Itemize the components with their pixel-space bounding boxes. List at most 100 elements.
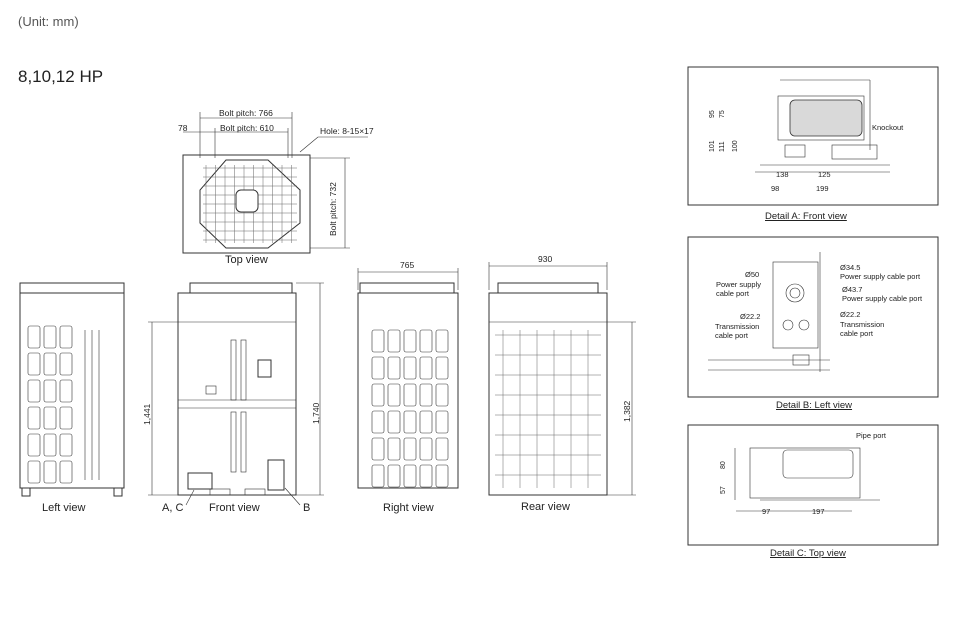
pipe-port-label: Pipe port bbox=[856, 431, 887, 440]
detail-a-d138: 138 bbox=[776, 170, 789, 179]
right-panel-cell bbox=[419, 464, 433, 488]
bolt-pitch-732: Bolt pitch: 732 bbox=[328, 182, 338, 236]
left-panel-cell bbox=[43, 433, 57, 457]
left-panel-cell bbox=[59, 379, 73, 403]
rear-view-drawing bbox=[488, 262, 636, 496]
left-panel-cell bbox=[59, 433, 73, 457]
detail-a-d75: 75 bbox=[719, 110, 726, 118]
right-panel-cell bbox=[435, 356, 449, 380]
unit-label: (Unit: mm) bbox=[18, 14, 79, 29]
detail-b-o50: Ø50 bbox=[745, 270, 760, 279]
right-panel-cell bbox=[435, 437, 449, 461]
right-panel-cell bbox=[419, 356, 433, 380]
rear-view-label: Rear view bbox=[521, 501, 570, 513]
left-panel-cell bbox=[27, 433, 41, 457]
right-panel-cell bbox=[403, 410, 417, 434]
left-panel-cell bbox=[27, 352, 41, 376]
front-view-drawing bbox=[148, 282, 324, 506]
right-panel-cell bbox=[387, 383, 401, 407]
left-panel-cell bbox=[43, 379, 57, 403]
left-panel-cell bbox=[43, 352, 57, 376]
bolt-pitch-766: Bolt pitch: 766 bbox=[219, 108, 273, 118]
detail-a-d111: 111 bbox=[719, 141, 726, 152]
right-panel-cell bbox=[371, 356, 385, 380]
detail-c-d197: 197 bbox=[812, 507, 825, 516]
callout-a-c: A, C bbox=[162, 502, 184, 514]
detail-c-d80: 80 bbox=[720, 461, 727, 469]
left-panel-cell bbox=[43, 460, 57, 484]
front-view-label: Front view bbox=[209, 502, 260, 514]
detail-b-title: Detail B: Left view bbox=[776, 400, 853, 411]
detail-c-title: Detail C: Top view bbox=[770, 548, 846, 559]
right-panel-cell bbox=[419, 410, 433, 434]
dim-78: 78 bbox=[178, 123, 188, 133]
detail-b-o50-desc: Power supply cable port bbox=[716, 280, 762, 298]
right-panel-cell bbox=[403, 356, 417, 380]
right-panel-cell bbox=[435, 410, 449, 434]
right-panel-cell bbox=[435, 383, 449, 407]
hole-callout: Hole: 8-15×17 bbox=[320, 126, 374, 136]
detail-b-o346: Ø34.5 bbox=[840, 263, 861, 272]
left-panel-cell bbox=[27, 379, 41, 403]
right-panel-cell bbox=[371, 329, 385, 353]
knockout-label: Knockout bbox=[872, 123, 904, 132]
right-panel-cell bbox=[371, 383, 385, 407]
left-panel-cell bbox=[59, 460, 73, 484]
right-panel-cell bbox=[371, 410, 385, 434]
right-panel-cell bbox=[435, 464, 449, 488]
left-panel-cell bbox=[27, 406, 41, 430]
detail-b-o437-desc: Power supply cable port bbox=[842, 294, 923, 303]
right-panel-cell bbox=[419, 383, 433, 407]
left-panel-cell bbox=[43, 325, 57, 349]
detail-b-o222b: Ø22.2 bbox=[840, 310, 861, 319]
detail-c-d57: 57 bbox=[720, 486, 727, 494]
detail-b-o222a-desc: Transmission cable port bbox=[715, 322, 760, 340]
right-view-drawing bbox=[357, 268, 459, 489]
model-title: 8,10,12 HP bbox=[18, 67, 104, 86]
left-panel-cell bbox=[27, 460, 41, 484]
dim-1740: 1,740 bbox=[311, 402, 321, 424]
left-view-label: Left view bbox=[42, 502, 86, 514]
left-panel-cell bbox=[43, 406, 57, 430]
detail-a-d101: 101 bbox=[709, 140, 716, 152]
right-panel-cell bbox=[403, 437, 417, 461]
right-panel-cell bbox=[403, 464, 417, 488]
detail-b-o222a: Ø22.2 bbox=[740, 312, 761, 321]
bolt-pitch-610: Bolt pitch: 610 bbox=[220, 123, 274, 133]
right-panel-cell bbox=[371, 464, 385, 488]
detail-b-drawing bbox=[687, 236, 939, 398]
detail-a-d199: 199 bbox=[816, 184, 829, 193]
detail-a-d95: 95 bbox=[709, 110, 716, 118]
right-panel-cell bbox=[371, 437, 385, 461]
left-view-drawing bbox=[19, 282, 125, 497]
detail-a-d98: 98 bbox=[771, 184, 780, 193]
detail-b-o222b-desc: Transmission cable port bbox=[840, 320, 885, 338]
dim-1441: 1,441 bbox=[142, 403, 152, 425]
left-panel-cell bbox=[59, 325, 73, 349]
right-panel-cell bbox=[435, 329, 449, 353]
right-panel-cell bbox=[387, 464, 401, 488]
dim-930: 930 bbox=[538, 254, 553, 264]
top-view-drawing bbox=[182, 112, 368, 254]
right-panel-cell bbox=[419, 437, 433, 461]
detail-b-o346-desc: Power supply cable port bbox=[840, 272, 921, 281]
detail-a-drawing bbox=[687, 66, 939, 206]
dim-1382: 1,382 bbox=[622, 400, 632, 422]
detail-c-d97: 97 bbox=[762, 507, 771, 516]
left-panel-cell bbox=[27, 325, 41, 349]
right-panel-cell bbox=[387, 437, 401, 461]
detail-a-d125: 125 bbox=[818, 170, 831, 179]
left-panel-cell bbox=[59, 406, 73, 430]
callout-b: B bbox=[303, 502, 311, 514]
right-view-label: Right view bbox=[383, 502, 434, 514]
dim-765: 765 bbox=[400, 260, 415, 270]
detail-a-title: Detail A: Front view bbox=[765, 211, 847, 222]
detail-c-drawing bbox=[687, 424, 939, 546]
right-panel-cell bbox=[387, 329, 401, 353]
detail-b-o437: Ø43.7 bbox=[842, 285, 863, 294]
right-panel-cell bbox=[387, 410, 401, 434]
right-panel-cell bbox=[403, 383, 417, 407]
right-panel-cell bbox=[387, 356, 401, 380]
left-panel-cell bbox=[59, 352, 73, 376]
